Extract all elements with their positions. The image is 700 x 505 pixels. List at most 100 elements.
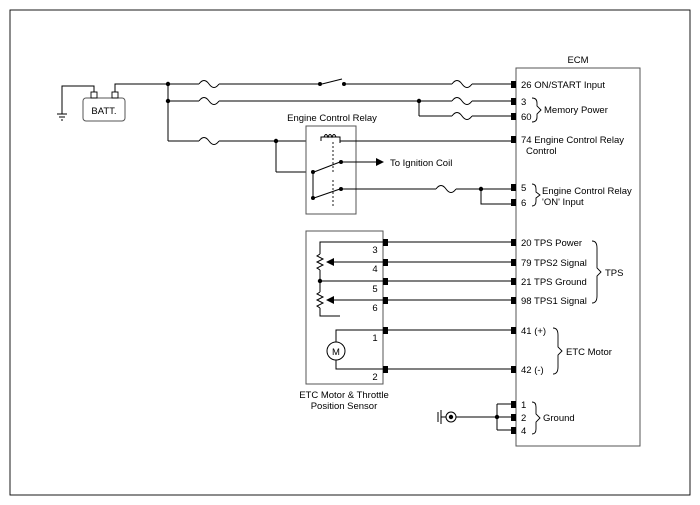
battery-label: BATT.: [91, 106, 116, 117]
ecm-pin: [511, 136, 516, 143]
relay-coil: [323, 134, 337, 139]
sensor-caption-1: ETC Motor & Throttle: [299, 390, 389, 401]
to-ignition-label: To Ignition Coil: [390, 158, 452, 169]
sensor-pin: [383, 278, 388, 285]
ecm-pin: [511, 414, 516, 421]
power-wiring: [165, 78, 511, 173]
chassis-ground: [437, 403, 511, 431]
ecm-module: ECM 26 ON/START Input 3 60 74 Engine Con…: [511, 55, 641, 447]
sensor-pin: [383, 259, 388, 266]
battery-ground-wire: [61, 85, 95, 114]
ecm-pin: [511, 113, 516, 120]
ecm-pin-label: 41 (+): [521, 326, 546, 337]
fuse: [198, 97, 220, 105]
brace-ecr-on: [531, 183, 541, 207]
sensor-pin-label: 6: [372, 303, 377, 314]
ecm-box: [515, 67, 641, 447]
ecm-pin-label: Control: [526, 146, 557, 157]
wire: [480, 189, 511, 205]
junction-dot: [494, 414, 500, 420]
sensor-pin: [383, 366, 388, 373]
ecm-pin-label: 5: [521, 183, 526, 194]
ecm-title: ECM: [567, 55, 588, 66]
battery-positive-wire: [114, 83, 168, 92]
ecm-pin-label: 21 TPS Ground: [521, 277, 587, 288]
motor-symbol: M: [332, 347, 340, 358]
ecm-pin: [511, 259, 516, 266]
ecm-pin-label: 98 TPS1 Signal: [521, 296, 587, 307]
fuse: [451, 97, 473, 105]
ecm-pin: [511, 199, 516, 206]
ecm-pin: [511, 327, 516, 334]
fuse: [435, 185, 457, 193]
ecm-pin: [511, 98, 516, 105]
group-label-ecr-on-2: 'ON' Input: [542, 197, 584, 208]
group-label-tps: TPS: [605, 268, 623, 279]
motor-wire: [335, 329, 383, 342]
ecm-pin: [511, 366, 516, 373]
ecm-pin-label: 60: [521, 112, 532, 123]
sensor-pin-label: 2: [372, 372, 377, 383]
relay-switch: [313, 188, 341, 199]
ecm-pin-label: 6: [521, 198, 526, 209]
ecm-pin-label: 79 TPS2 Signal: [521, 258, 587, 269]
potentiometer-tps1: [315, 291, 325, 309]
ecm-pin: [511, 427, 516, 434]
ground-terminal-icon: [448, 414, 454, 420]
wiper-arrow-icon: [326, 296, 334, 304]
brace-tps: [591, 240, 602, 304]
ecm-pin-label: 26 ON/START Input: [521, 80, 605, 91]
sensor-pin: [383, 327, 388, 334]
relay-switch: [313, 161, 341, 173]
battery: BATT.: [57, 83, 168, 122]
brace-etc-motor: [552, 327, 563, 375]
sensor-pin: [383, 239, 388, 246]
ecm-pin: [511, 184, 516, 191]
ecm-pin-label: 1: [521, 400, 526, 411]
fuse: [451, 112, 473, 120]
sensor-internal-wire: [319, 241, 383, 254]
relay-title: Engine Control Relay: [287, 113, 377, 124]
sensor-pin: [383, 297, 388, 304]
engine-control-relay: Engine Control Relay To Ignition Coil: [287, 113, 511, 215]
ecm-pin-label: 4: [521, 426, 526, 437]
sensor-caption-2: Position Sensor: [311, 401, 378, 412]
battery-terminal-neg: [90, 91, 98, 99]
brace-memory-power: [531, 97, 542, 123]
diagram-frame: [9, 9, 691, 496]
ecm-pin-label: 2: [521, 413, 526, 424]
group-label-ecr-on-1: Engine Control Relay: [542, 186, 632, 197]
wiper-arrow-icon: [326, 258, 334, 266]
sensor-pin-label: 4: [372, 264, 377, 275]
sensor-pin-label: 5: [372, 284, 377, 295]
sensor-internal-wire: [319, 308, 340, 317]
potentiometer-tps2: [315, 253, 325, 271]
etc-throttle-sensor: ETC Motor & Throttle Position Sensor 3 4…: [299, 230, 511, 412]
group-label-memory-power: Memory Power: [544, 105, 608, 116]
motor-wire: [335, 360, 383, 370]
relay-coil-lead: [320, 136, 341, 141]
ecm-pin: [511, 81, 516, 88]
brace-ground: [531, 401, 541, 435]
group-label-etc-motor: ETC Motor: [566, 347, 612, 358]
ecm-pin-label: 20 TPS Power: [521, 238, 582, 249]
group-label-ground: Ground: [543, 413, 575, 424]
ecm-pin: [511, 239, 516, 246]
ecm-pin: [511, 297, 516, 304]
relay-box: [305, 125, 357, 215]
ignition-switch: [321, 78, 343, 85]
ecm-pin-label: 74 Engine Control Relay: [521, 135, 624, 146]
ecm-pin-label: 42 (-): [521, 365, 544, 376]
sensor-pin-label: 1: [372, 333, 377, 344]
fuse: [198, 80, 220, 88]
relay-contact: [311, 196, 315, 200]
switch-contact: [318, 82, 322, 86]
fuse: [451, 80, 473, 88]
arrow-right-icon: [376, 158, 384, 166]
battery-terminal-pos: [111, 91, 119, 99]
fuse: [198, 137, 220, 145]
battery-box: [82, 97, 126, 122]
ecm-pin: [511, 278, 516, 285]
ecm-pin-label: 3: [521, 97, 526, 108]
